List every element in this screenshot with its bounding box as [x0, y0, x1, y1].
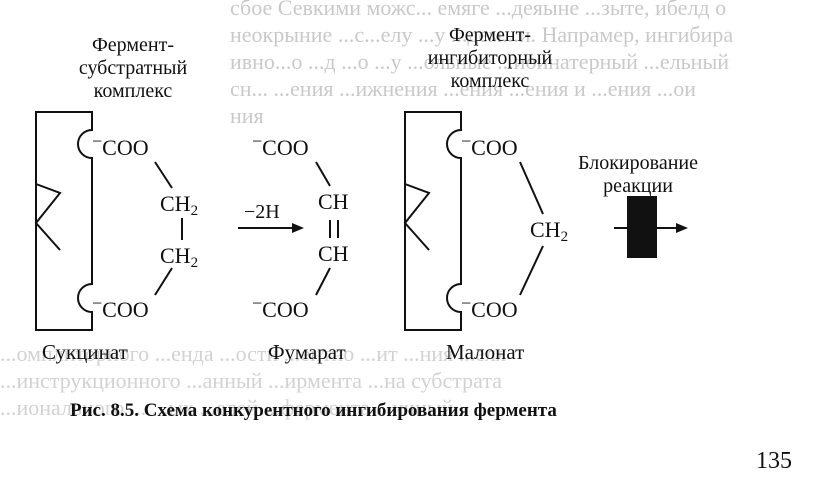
malonate-coo-bottom: −COO	[461, 293, 518, 322]
fumarate-name: Фумарат	[268, 340, 346, 364]
succinate-bond-3	[154, 267, 173, 296]
enzyme-2-active-site-notch	[403, 183, 431, 251]
minus-charge: −	[461, 293, 472, 313]
malonate-ch2: CH2	[530, 217, 569, 246]
fumarate-coo-bottom: −COO	[252, 293, 309, 322]
minus-charge: −	[461, 131, 472, 151]
succinate-name: Сукцинат	[42, 340, 128, 364]
page-number: 135	[756, 448, 792, 474]
reaction-condition-label: −2H	[244, 201, 280, 223]
fumarate-ch-upper: CH	[318, 189, 349, 214]
malonate-name: Малонат	[446, 340, 525, 364]
minus-charge: −	[92, 293, 103, 313]
background-bleed-text-bottom: ...омплиторного ...енда ...ости ...ентно…	[0, 341, 507, 420]
enzyme-substrate-complex-label: Фермент- субстратный комплекс	[78, 34, 188, 102]
succinate-bond-1	[154, 161, 173, 189]
malonate-coo-top: −COO	[461, 131, 518, 160]
fumarate-coo-top: −COO	[252, 131, 309, 160]
minus-charge: −	[252, 131, 263, 151]
reaction-block-bar	[627, 196, 657, 258]
fumarate-ch-lower: CH	[318, 241, 349, 266]
enzyme-1-active-site-notch	[34, 183, 62, 251]
malonate-bond-1	[519, 161, 544, 215]
enzyme-inhibitor-complex-label: Фермент- ингибиторный комплекс	[427, 24, 553, 92]
blocked-arrow-head	[676, 223, 688, 233]
succinate-ch2-lower: CH2	[160, 243, 199, 272]
enzyme-1-outline	[35, 111, 93, 331]
reaction-arrow-head	[292, 223, 304, 233]
fumarate-bond-1	[315, 161, 331, 187]
succinate-coo-bottom: −COO	[92, 293, 149, 322]
minus-charge: −	[252, 293, 263, 313]
fumarate-bond-3	[315, 267, 331, 296]
succinate-coo-top: −COO	[92, 131, 149, 160]
figure-caption: Рис. 8.5. Схема конкурентного ингибирова…	[70, 400, 557, 421]
malonate-bond-2	[519, 245, 544, 296]
background-bleed-text: сбое Севкими можс... емяге ...деяыне ...…	[230, 0, 734, 128]
minus-charge: −	[92, 131, 103, 151]
succinate-ch2-upper: CH2	[160, 191, 199, 220]
enzyme-2-outline	[404, 111, 462, 331]
reaction-blocking-label: Блокирование реакции	[578, 152, 698, 197]
